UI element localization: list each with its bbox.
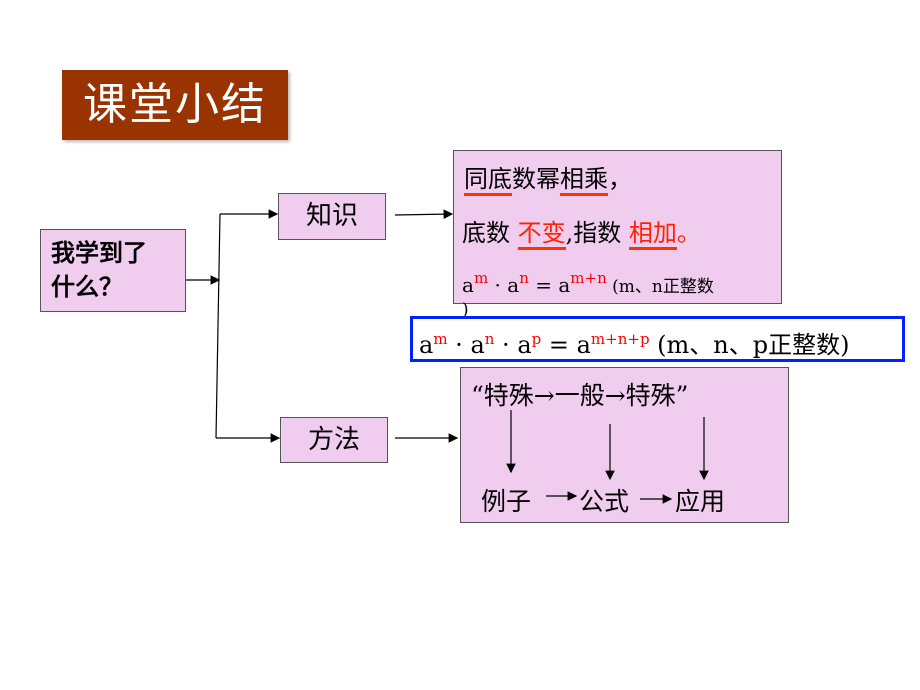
base: a [507,273,520,297]
knowledge-box: 同底数幂相乘， 底数 不变,指数 相加。 am · an = am+n (m、n… [453,150,782,304]
underlined-text: 相乘 [560,165,608,196]
method-bottom-2: 公式 [579,487,630,516]
exponent: p [531,330,542,348]
equals: = [541,331,577,359]
method-box: “特殊→一般→特殊” 例子 公式 应用 [460,367,789,523]
exponent: m [473,269,489,287]
exponent: m+n [570,269,607,287]
question-box: 我学到了 什么？ [40,229,186,312]
rule-line-1: 同底数幂相乘， [464,159,632,196]
base: a [419,331,434,359]
base: a [517,331,532,359]
equals: = [528,273,559,297]
text: ,指数 [565,219,629,247]
underlined-text: 同底 [464,165,512,196]
base: a [558,273,571,297]
exponent: n [519,269,529,287]
method-bottom-1: 例子 [481,487,532,516]
extended-formula-box: am · an · ap = am+n+p (m、n、p正整数) [410,316,905,362]
question-line-1: 我学到了 [51,239,147,267]
condition: (m、n正整数 [606,277,714,297]
text: ， [608,165,632,193]
arrow-knowledge-box [394,209,454,219]
method-bottom-3: 应用 [675,487,726,516]
highlight-unchanged: 不变 [517,219,566,250]
question-line-2: 什么？ [51,273,123,301]
slide-title: 课堂小结 [62,70,288,140]
method-top: “特殊→一般→特殊” [471,381,689,410]
formula-close-paren: ) [462,300,469,320]
dot: · [494,331,518,359]
text: 数幂 [512,165,560,193]
formula: am · an = am+n (m、n正整数 [462,269,714,297]
dot: · [447,331,471,359]
exponent: m+n+p [590,330,650,348]
exponent: m [433,330,448,348]
method-node: 方法 [280,417,388,463]
text: 。 [676,219,701,247]
highlight-add: 相加 [628,219,677,250]
base: a [576,331,591,359]
knowledge-node: 知识 [278,193,386,240]
exponent: n [484,330,495,348]
condition: (m、n、p正整数) [649,331,850,359]
base: a [462,273,474,297]
extended-formula: am · an · ap = am+n+p (m、n、p正整数) [419,325,849,360]
rule-line-2: 底数 不变,指数 相加。 [462,213,701,250]
text: 底数 [462,219,518,247]
base: a [470,331,485,359]
dot: · [488,273,508,297]
trunk-line [215,213,221,439]
